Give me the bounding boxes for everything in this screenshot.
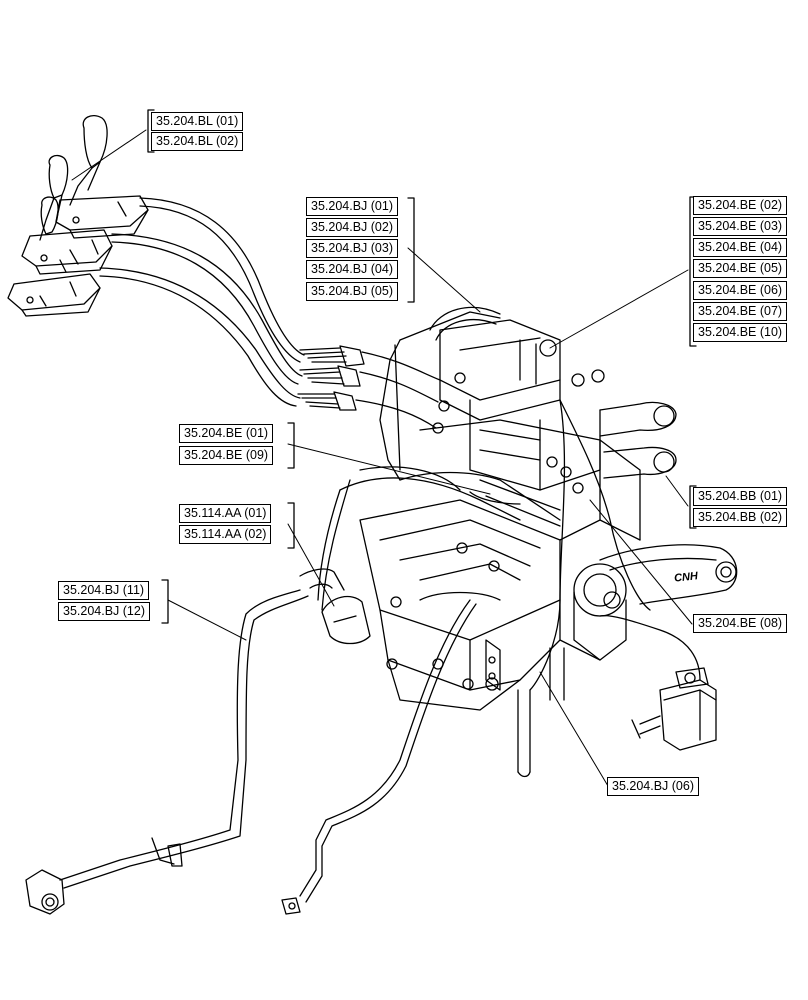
- callout-brackets: [147, 109, 697, 624]
- solenoid-unit: [599, 614, 717, 751]
- ref-be-07[interactable]: 35.204.BE (07): [693, 302, 788, 321]
- tractor-frame: [299, 311, 738, 778]
- brand-mark: CNH: [674, 570, 700, 585]
- center-harness: [281, 399, 566, 915]
- ref-aa-01[interactable]: 35.114.AA (01): [179, 504, 272, 523]
- left-harness: [25, 589, 309, 915]
- ref-aa-02[interactable]: 35.114.AA (02): [179, 525, 272, 544]
- ref-be-06[interactable]: 35.204.BE (06): [693, 281, 788, 300]
- control-levers: [7, 114, 149, 317]
- valve-block: [429, 306, 677, 611]
- ref-bj-01[interactable]: 35.204.BJ (01): [306, 197, 398, 216]
- ref-bj-02[interactable]: 35.204.BJ (02): [306, 218, 398, 237]
- ref-be-05[interactable]: 35.204.BE (05): [693, 259, 788, 278]
- ref-bl-01[interactable]: 35.204.BL (01): [151, 112, 244, 131]
- ref-bb-01[interactable]: 35.204.BB (01): [693, 487, 788, 506]
- ref-be-04[interactable]: 35.204.BE (04): [693, 238, 788, 257]
- ref-bj-05[interactable]: 35.204.BJ (05): [306, 282, 398, 301]
- ref-be-01[interactable]: 35.204.BE (01): [179, 424, 274, 443]
- lever-cables: [99, 197, 441, 429]
- ref-bl-02[interactable]: 35.204.BL (02): [151, 132, 244, 151]
- ref-bb-02[interactable]: 35.204.BB (02): [693, 508, 788, 527]
- ref-be-10[interactable]: 35.204.BE (10): [693, 323, 788, 342]
- ref-bj-04[interactable]: 35.204.BJ (04): [306, 260, 398, 279]
- leader-lines: [71, 129, 693, 787]
- ref-bj-12[interactable]: 35.204.BJ (12): [58, 602, 150, 621]
- ref-bj-06[interactable]: 35.204.BJ (06): [607, 777, 699, 796]
- ref-be-09[interactable]: 35.204.BE (09): [179, 446, 274, 465]
- ref-bj-11[interactable]: 35.204.BJ (11): [58, 581, 150, 600]
- ref-bj-03[interactable]: 35.204.BJ (03): [306, 239, 398, 258]
- ref-be-02[interactable]: 35.204.BE (02): [693, 196, 788, 215]
- ref-be-08[interactable]: 35.204.BE (08): [693, 614, 788, 633]
- ref-be-03[interactable]: 35.204.BE (03): [693, 217, 788, 236]
